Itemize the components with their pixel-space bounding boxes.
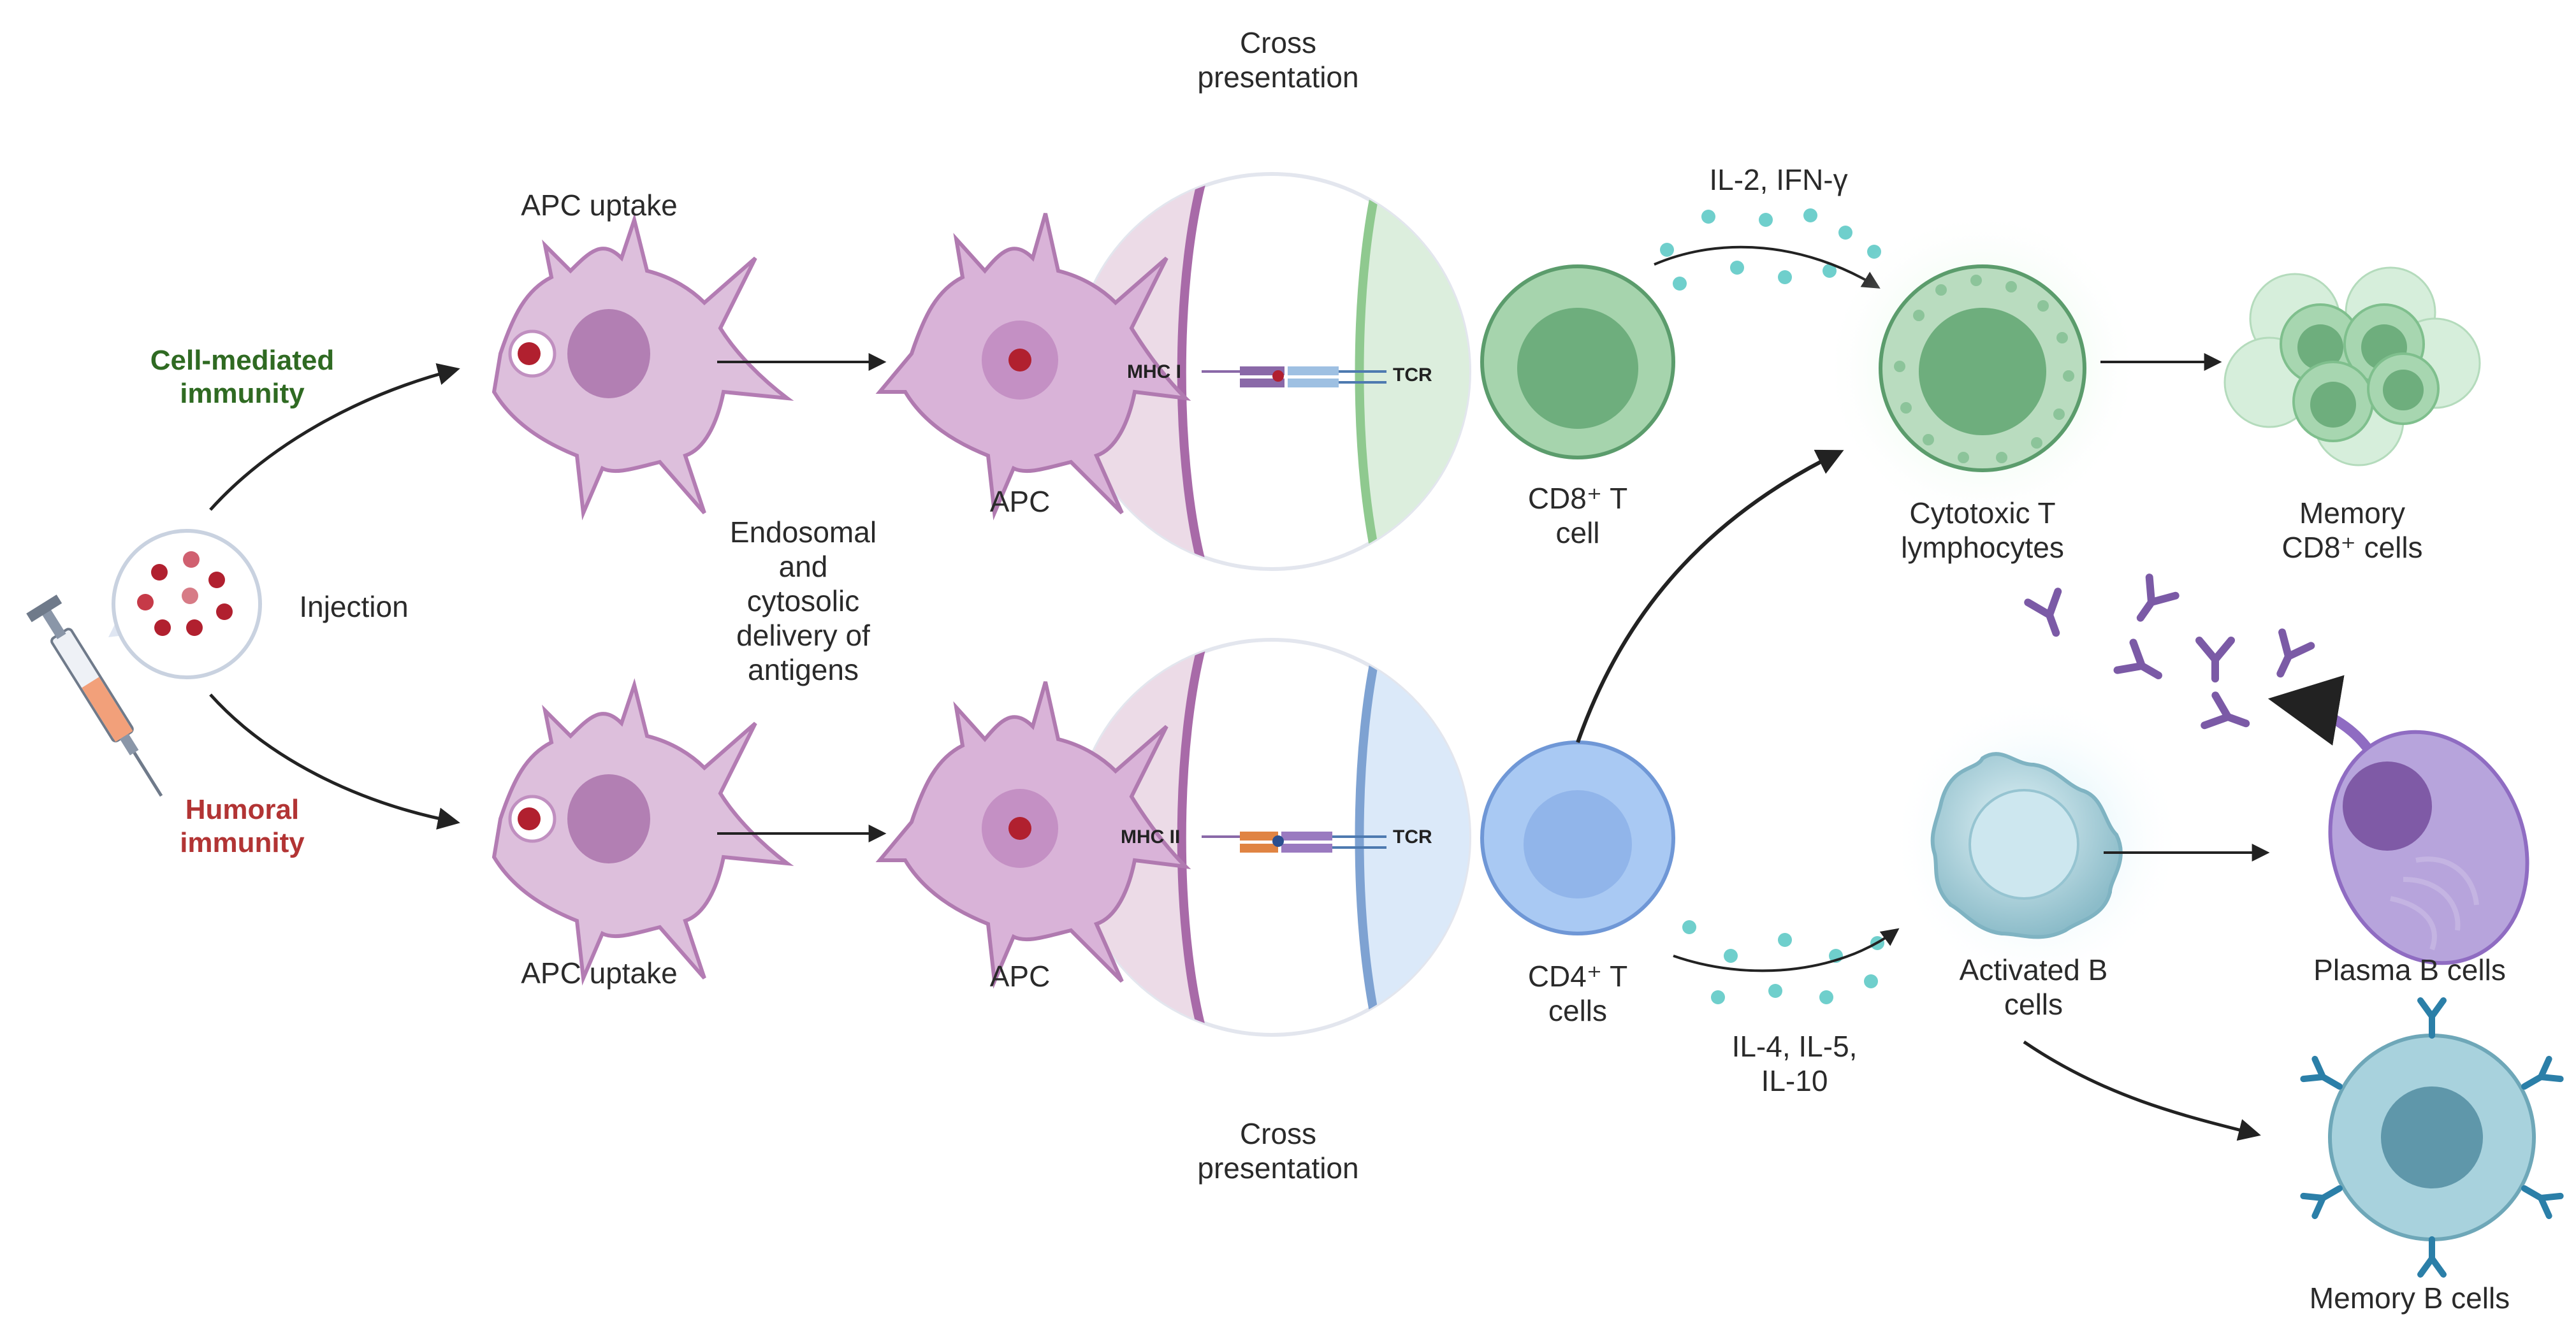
apc-uptake-top-label: APC uptake [521, 189, 678, 222]
cross-presentation-bottom-label: Cross presentation [1197, 1117, 1359, 1185]
antibody-icons [2024, 574, 2315, 730]
cross-presentation-top-label: Cross presentation [1197, 26, 1359, 94]
apc-uptake-cell-bottom [491, 678, 794, 986]
plasma-b-label: Plasma B cells [2313, 953, 2506, 986]
arrow-to-humoral [209, 693, 460, 830]
memory-b-cell-icon [2300, 997, 2564, 1278]
activated-b-cell-icon [1890, 695, 2183, 988]
syringe-icon [26, 595, 163, 797]
arrow-cytokine-bottom [1673, 928, 1900, 972]
il2-ifn-label: IL-2, IFN-γ [1709, 163, 1848, 196]
cytotoxic-t-label: Cytotoxic T lymphocytes [1901, 496, 2064, 564]
apc-cell-bottom [875, 681, 1191, 989]
apc-uptake-cell-top [491, 213, 794, 521]
cd4-t-cell-icon [1480, 740, 1675, 935]
apc-top-label: APC [989, 485, 1051, 518]
injection-label: Injection [299, 590, 409, 623]
cd8-t-cell-icon [1480, 264, 1675, 459]
injection-vial-icon [108, 529, 262, 679]
cell-mediated-label: Cell-mediated immunity [150, 345, 335, 409]
activated-b-label: Activated B cells [1959, 953, 2108, 1021]
arrow-cytokine-top [1654, 245, 1881, 289]
cd4-cells-label: CD4⁺ T cells [1527, 960, 1628, 1027]
apc-bottom-label: APC [989, 960, 1051, 993]
synapse-circle-top [1072, 172, 1471, 571]
il4-il5-il10-label: IL-4, IL-5, IL-10 [1731, 1030, 1858, 1097]
apc-uptake-bottom-label: APC uptake [521, 956, 678, 990]
plasma-b-cell-icon [2328, 730, 2529, 965]
tcr-top-label: TCR [1393, 364, 1432, 386]
mhc2-label: MHC II [1121, 826, 1181, 848]
arrow-to-cell-mediated [209, 363, 460, 511]
tcr-bottom-label: TCR [1393, 826, 1432, 848]
cytokines-bottom [1682, 920, 1884, 1004]
apc-cell-top [875, 213, 1191, 521]
memory-b-label: Memory B cells [2309, 1281, 2510, 1315]
memory-cd8-label: Memory CD8⁺ cells [2281, 496, 2423, 564]
arrow-to-memory-b [2023, 1040, 2261, 1141]
mhc1-label: MHC I [1127, 361, 1181, 382]
humoral-label: Humoral immunity [180, 794, 305, 858]
arrow-cd4-to-cytotoxic [1576, 449, 1844, 743]
endosomal-delivery-label: Endosomal and cytosolic delivery of anti… [729, 516, 877, 686]
cytotoxic-t-cell-icon [1823, 209, 2142, 528]
cd8-cell-label: CD8⁺ T cell [1527, 482, 1628, 549]
memory-cd8-cells-icon [2223, 266, 2481, 466]
